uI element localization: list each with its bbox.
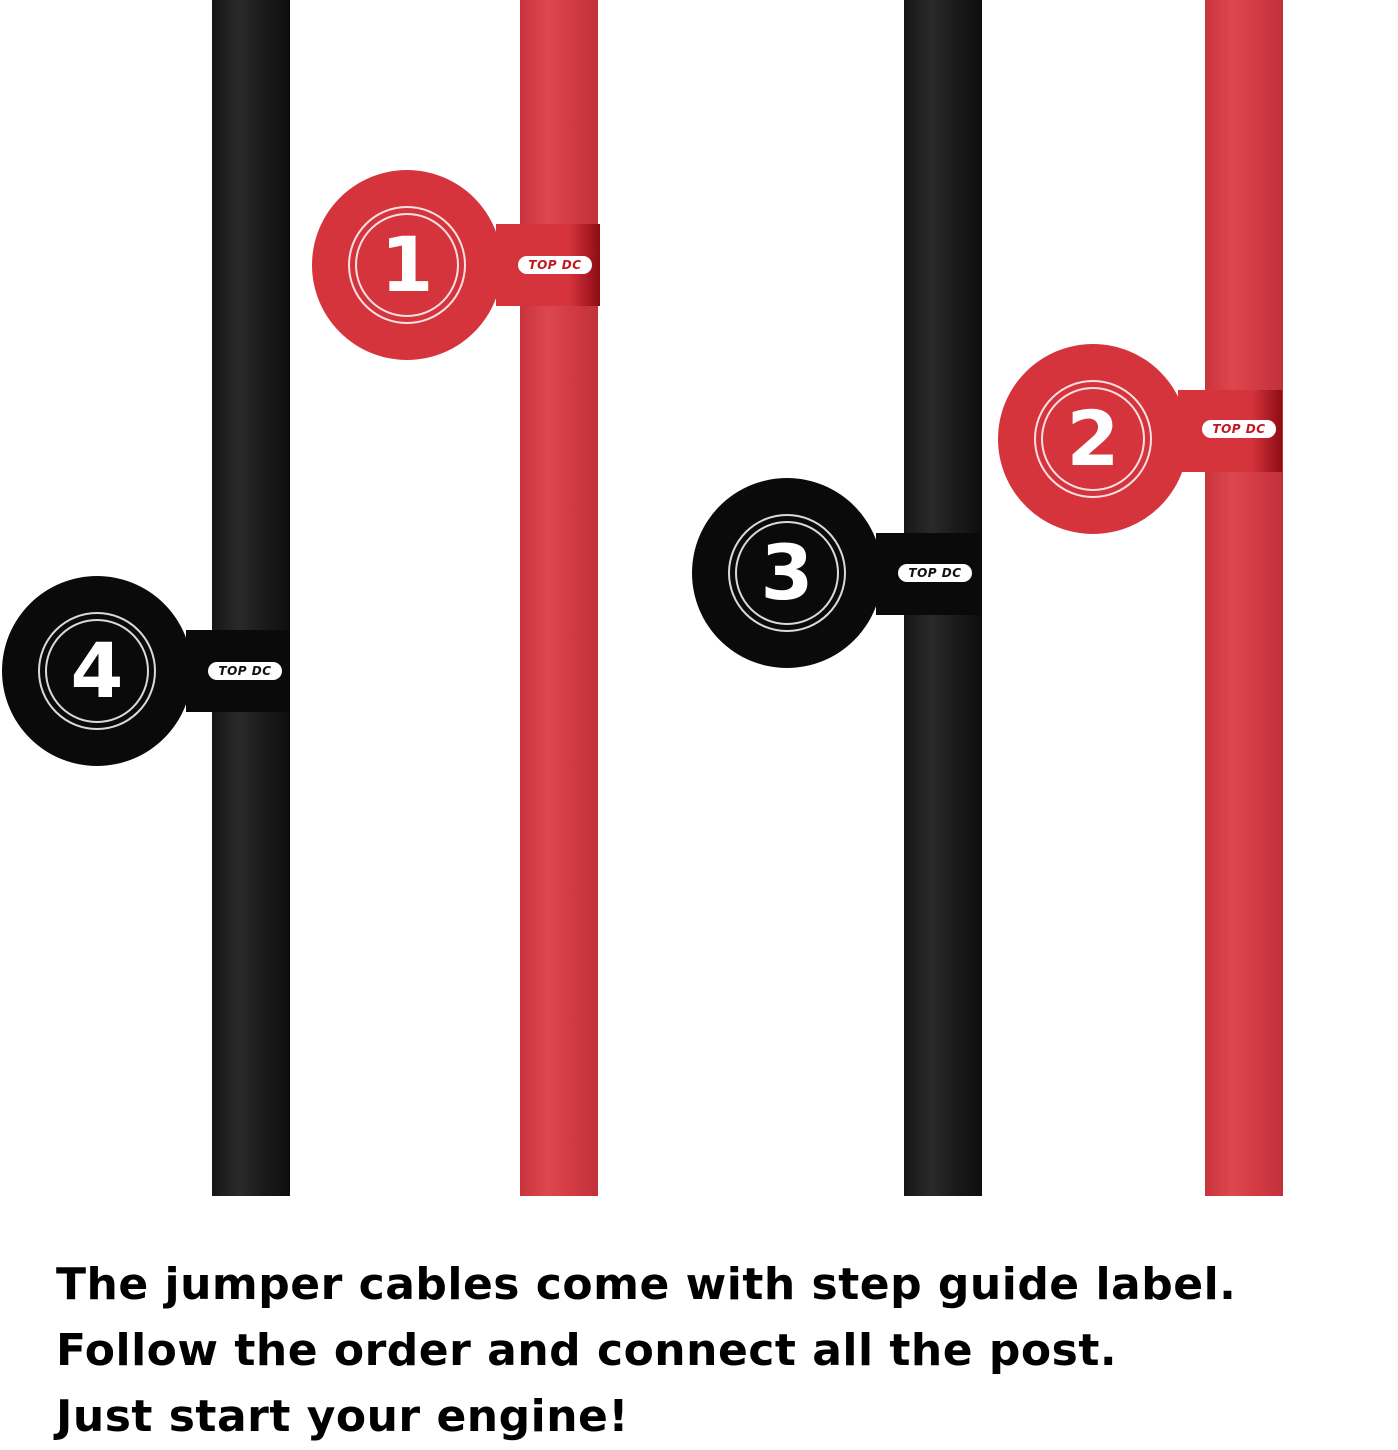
black-cable-left <box>212 0 290 1196</box>
step-number: 3 <box>760 528 814 617</box>
caption-line-3: Just start your engine! <box>56 1391 629 1442</box>
brand-logo: TOP DC <box>1202 420 1276 438</box>
step-number: 4 <box>70 626 124 715</box>
brand-logo: TOP DC <box>898 564 972 582</box>
brand-logo: TOP DC <box>518 256 592 274</box>
caption-line-1: The jumper cables come with step guide l… <box>56 1259 1237 1310</box>
caption-line-2: Follow the order and connect all the pos… <box>56 1325 1118 1376</box>
caption-text: The jumper cables come with step guide l… <box>56 1252 1398 1450</box>
brand-logo: TOP DC <box>208 662 282 680</box>
red-cable-right <box>1205 0 1283 1196</box>
red-cable-left <box>520 0 598 1196</box>
step-number: 1 <box>380 220 434 309</box>
step-number: 2 <box>1066 394 1120 483</box>
